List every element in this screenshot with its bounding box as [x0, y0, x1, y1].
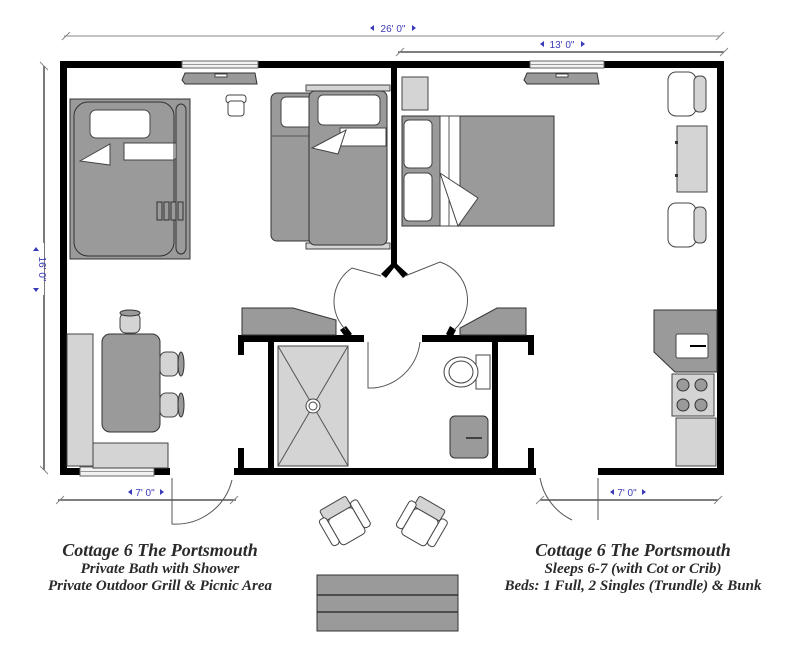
full-bed-with-trundle [69, 98, 191, 260]
window-top-right [529, 60, 605, 69]
toilet [443, 354, 491, 390]
caption-right: Cottage 6 The Portsmouth Sleeps 6-7 (wit… [466, 540, 800, 595]
chair-left-bedroom [225, 94, 247, 117]
sink [449, 415, 489, 459]
arrow-up-icon [33, 247, 39, 251]
ac-unit-right [523, 72, 600, 85]
arrow-right-icon [581, 41, 585, 47]
arrow-right-icon [412, 25, 416, 31]
closet-shelf-right [459, 307, 527, 336]
caption-left-title: Cottage 6 The Portsmouth [62, 540, 258, 560]
patio-chair-left [318, 496, 371, 547]
caption-right-line2: Beds: 1 Full, 2 Singles (Trundle) & Bunk [504, 577, 762, 594]
dimension-left-porch: 7' 0" [55, 486, 239, 505]
dimension-left-porch-label: 7' 0" [135, 488, 155, 499]
arrow-right-icon [642, 489, 646, 495]
dresser [675, 125, 708, 193]
armchair-bottom-right [667, 202, 707, 248]
dimension-height-label: 16' 0" [36, 257, 47, 282]
dimension-right-room-width-label: 13' 0" [550, 40, 575, 51]
ac-unit-left [181, 72, 258, 85]
closet-shelf-left [241, 307, 337, 336]
window-top-left [181, 60, 259, 69]
dining-table [101, 333, 161, 433]
caption-left-line2: Private Outdoor Grill & Picnic Area [47, 577, 273, 594]
full-bed [401, 115, 555, 228]
bench [92, 442, 169, 469]
chair-right-top [159, 351, 185, 377]
nightstand [401, 76, 429, 111]
dimension-height: 16' 0" [30, 61, 49, 475]
armchair-top-right [667, 71, 707, 117]
caption-left-line1: Private Bath with Shower [80, 560, 240, 577]
shower [277, 345, 349, 467]
arrow-down-icon [33, 288, 39, 292]
dimension-right-porch: 7' 0" [535, 486, 723, 505]
bunk-bed [270, 84, 391, 250]
kitchenette [653, 309, 718, 467]
refrigerator [675, 417, 717, 467]
caption-right-line1: Sleeps 6-7 (with Cot or Crib) [544, 560, 722, 577]
stove [671, 373, 715, 417]
counter [66, 333, 94, 467]
chair-top [119, 309, 141, 334]
arrow-right-icon [160, 489, 164, 495]
arrow-left-icon [540, 41, 544, 47]
dimension-overall-width-label: 26' 0" [381, 24, 406, 35]
door-swings [171, 261, 599, 525]
dimension-right-room-width: 13' 0" [395, 38, 729, 57]
caption-left: Cottage 6 The Portsmouth Private Bath wi… [10, 540, 310, 595]
arrow-left-icon [128, 489, 132, 495]
trundle-handles [156, 201, 184, 221]
arrow-left-icon [610, 489, 614, 495]
arrow-left-icon [370, 25, 374, 31]
caption-right-title: Cottage 6 The Portsmouth [535, 540, 731, 560]
dimension-right-porch-label: 7' 0" [617, 488, 637, 499]
chair-right-bottom [159, 392, 185, 418]
dining-area [66, 309, 185, 469]
patio-chair-right [395, 496, 448, 548]
interior-walls [238, 61, 534, 472]
picnic-table [316, 574, 459, 632]
dimension-overall-width: 26' 0" [61, 22, 725, 41]
